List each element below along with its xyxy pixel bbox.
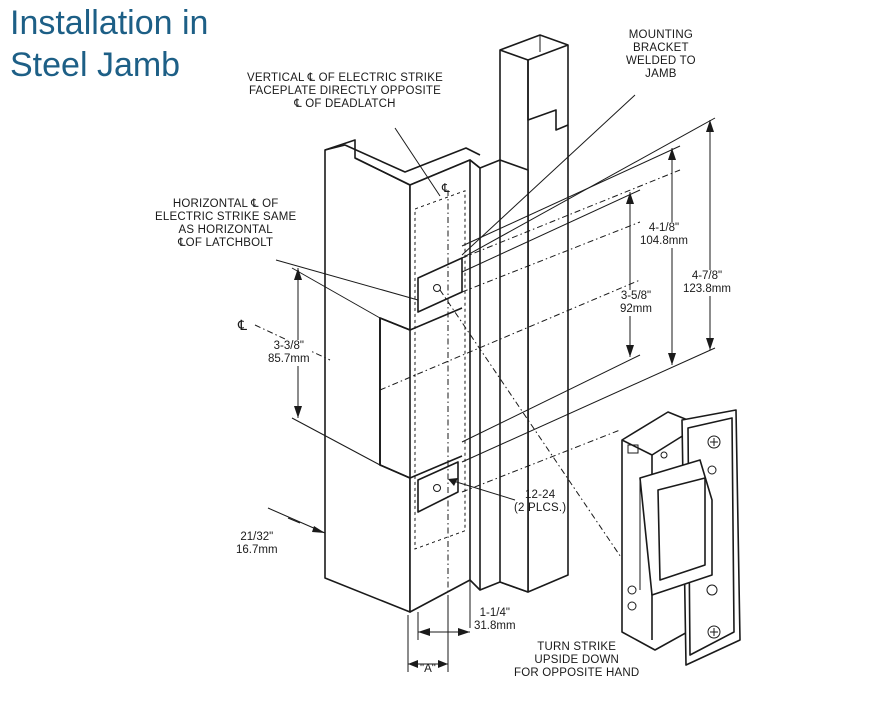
dim-3-3-8: 3-3/8" 85.7mm: [268, 340, 310, 366]
callout-vertical-centerline: VERTICAL ℄ OF ELECTRIC STRIKE FACEPLATE …: [247, 72, 443, 110]
callout-screw: 12-24 (2 PLCS.): [514, 489, 567, 514]
title-line-1: Installation in: [10, 4, 209, 42]
page-title: Installation in Steel Jamb: [10, 2, 310, 86]
dim-21-32: 21/32" 16.7mm: [236, 531, 278, 556]
dim-4-1-8: 4-1/8" 104.8mm: [640, 222, 688, 248]
callout-horizontal-centerline: HORIZONTAL ℄ OF ELECTRIC STRIKE SAME AS …: [155, 198, 297, 249]
mounting-brackets: [414, 190, 466, 550]
title-line-2: Steel Jamb: [10, 46, 181, 84]
jamb-body: [324, 139, 529, 613]
electric-strike: [621, 409, 741, 666]
dim-3-5-8: 3-5/8" 92mm: [620, 290, 652, 316]
centerline-symbol-top: ℄: [441, 181, 450, 195]
dim-a: "A": [420, 663, 436, 675]
centerline-symbol-left: ℄: [237, 318, 247, 334]
center-lines: [254, 169, 681, 601]
callout-mounting-bracket: MOUNTING BRACKET WELDED TO JAMB: [626, 29, 696, 80]
dim-1-1-4: 1-1/4" 31.8mm: [474, 607, 516, 632]
callout-turn-strike: TURN STRIKE UPSIDE DOWN FOR OPPOSITE HAN…: [514, 641, 640, 679]
dim-4-7-8: 4-7/8" 123.8mm: [683, 270, 731, 296]
leader-lines: [275, 94, 636, 501]
dimension-lines: [267, 117, 716, 672]
